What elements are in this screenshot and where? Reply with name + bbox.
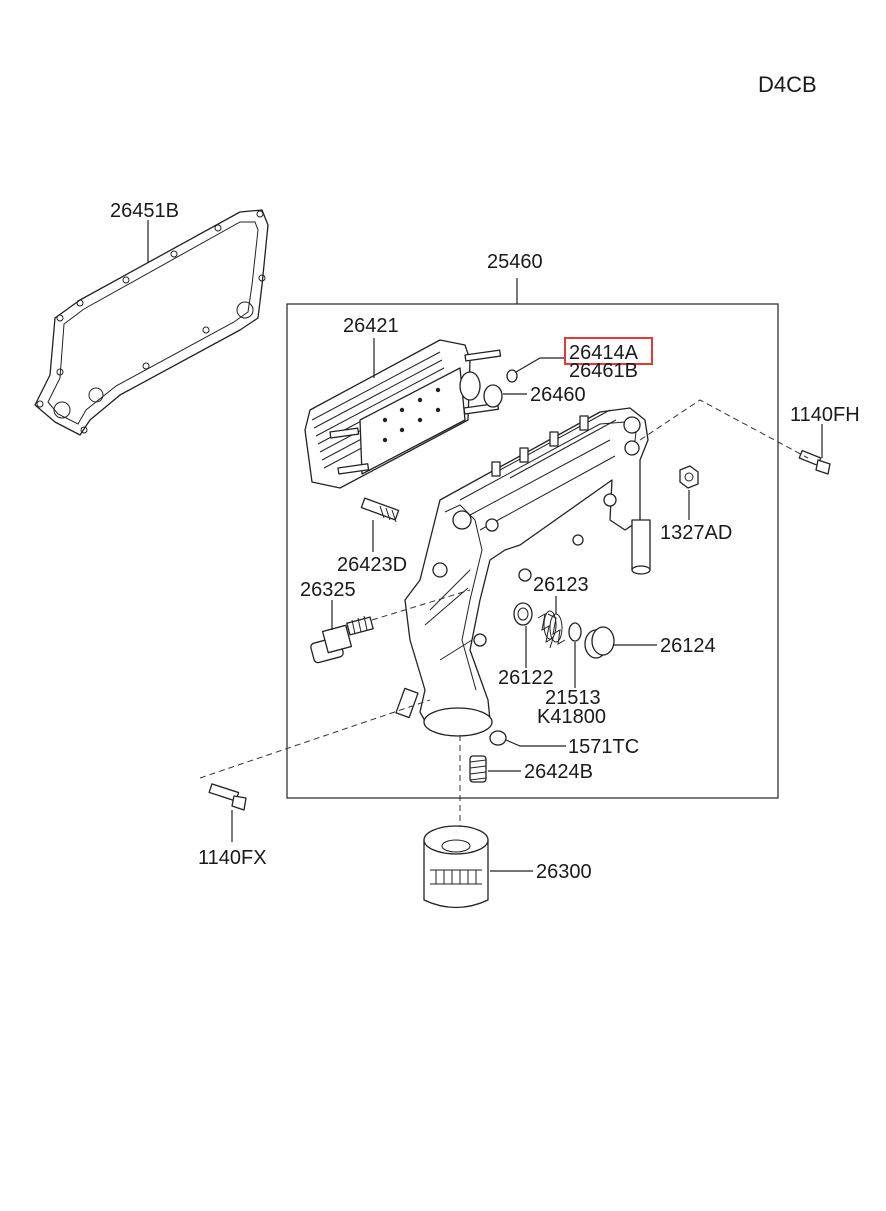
label-filter[interactable]: 26300 xyxy=(536,861,592,883)
spring[interactable] xyxy=(537,610,566,649)
nut[interactable] xyxy=(679,465,699,489)
label-assembly[interactable]: 25460 xyxy=(487,251,543,273)
oil-filter[interactable] xyxy=(423,825,489,909)
label-o-ring-b[interactable]: 26461B xyxy=(569,360,638,382)
highlight-box xyxy=(564,337,653,365)
o-ring-bottom[interactable] xyxy=(489,730,507,746)
label-o-ring-bottom[interactable]: 1571TC xyxy=(568,736,639,758)
label-sensor[interactable]: 26325 xyxy=(300,579,356,601)
valve[interactable] xyxy=(513,602,533,626)
label-spring[interactable]: 26123 xyxy=(533,574,589,596)
o-ring-large[interactable] xyxy=(483,384,503,408)
o-ring-bottom-leader xyxy=(505,739,566,747)
stud[interactable] xyxy=(360,497,400,523)
label-seal-2[interactable]: K41800 xyxy=(537,706,606,728)
label-bolt-right[interactable]: 1140FH xyxy=(790,404,860,426)
sensor-axis xyxy=(371,589,471,621)
label-gasket[interactable]: 26451B xyxy=(110,200,179,222)
label-o-ring-c[interactable]: 26460 xyxy=(530,384,586,406)
o-ring-small[interactable] xyxy=(506,369,518,383)
bolt-right[interactable] xyxy=(798,449,831,475)
bolt-right-axis xyxy=(639,399,809,459)
plug[interactable] xyxy=(584,626,615,659)
label-bolt-left[interactable]: 1140FX xyxy=(198,847,267,869)
filter-housing[interactable] xyxy=(395,407,651,737)
oil-cooler[interactable] xyxy=(304,339,502,489)
label-center-bolt[interactable]: 26424B xyxy=(524,761,593,783)
label-plug[interactable]: 26124 xyxy=(660,635,716,657)
label-seal-1[interactable]: 21513 xyxy=(545,687,601,709)
label-o-ring-a[interactable]: 26414A xyxy=(569,342,639,364)
bolt-left[interactable] xyxy=(208,783,247,811)
label-cooler[interactable]: 26421 xyxy=(343,315,399,337)
label-valve[interactable]: 26122 xyxy=(498,667,554,689)
engine-code: D4CB xyxy=(758,72,817,97)
label-stud[interactable]: 26423D xyxy=(337,554,407,576)
label-nut[interactable]: 1327AD xyxy=(660,522,732,544)
bolt-left-axis xyxy=(199,699,431,779)
sensor[interactable] xyxy=(310,615,374,664)
seal-ring[interactable] xyxy=(568,622,582,642)
o-ring-a-leader xyxy=(515,357,566,373)
assembly-frame xyxy=(286,303,779,799)
gasket[interactable] xyxy=(34,209,269,436)
center-bolt[interactable] xyxy=(469,755,487,783)
